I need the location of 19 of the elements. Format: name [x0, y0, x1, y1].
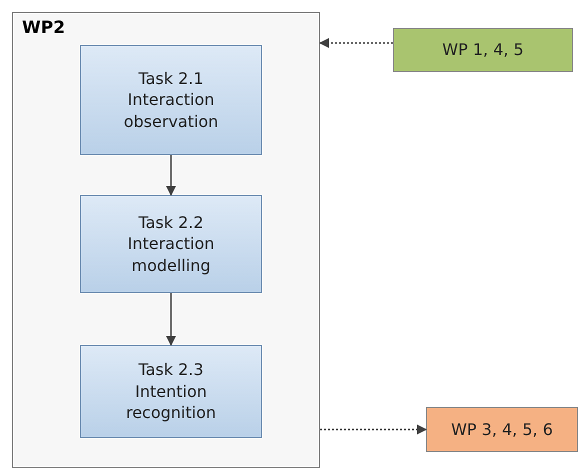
- arrow: [166, 155, 176, 196]
- box-label: Intention recognition: [124, 380, 218, 424]
- task-box: [80, 45, 262, 155]
- task-box: [80, 345, 262, 438]
- task-box: [80, 195, 262, 293]
- arrow: [320, 424, 427, 434]
- outer-panel: [12, 12, 320, 468]
- box-label: WP 1, 4, 5: [442, 39, 524, 61]
- task-number: Task 2.1: [138, 68, 204, 90]
- work-package-box: [393, 28, 573, 72]
- work-package-box: [426, 407, 578, 452]
- task-number: Task 2.3: [138, 359, 204, 381]
- box-label: Interaction modelling: [126, 233, 216, 276]
- box-label: Interaction observation: [122, 89, 220, 132]
- arrow: [166, 293, 176, 346]
- task-number: Task 2.2: [138, 212, 204, 234]
- panel-title: WP2: [22, 17, 66, 40]
- box-label: WP 3, 4, 5, 6: [451, 418, 553, 440]
- arrow: [319, 38, 393, 48]
